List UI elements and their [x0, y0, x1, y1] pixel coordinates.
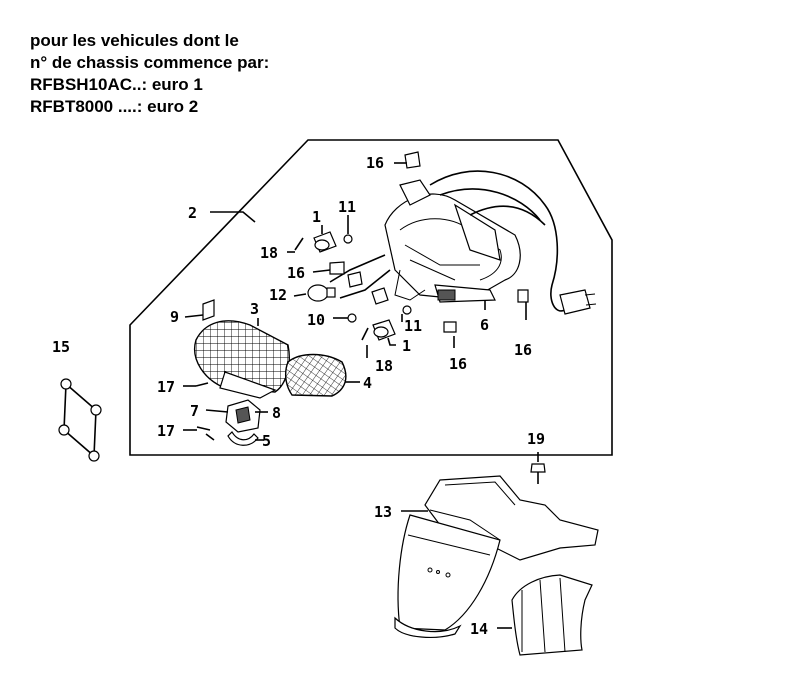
- bulb-12: [307, 284, 336, 302]
- callout-17: 17: [157, 378, 175, 396]
- callout-6: 6: [480, 316, 489, 334]
- pin-lower: [361, 327, 369, 341]
- callout-17-lower: 17: [157, 422, 175, 440]
- tail-light-housing: [384, 179, 521, 303]
- connector-plug: [559, 289, 591, 315]
- callout-8: 8: [272, 404, 281, 422]
- callout-14: 14: [470, 620, 488, 638]
- callout-1-lower: 1: [402, 337, 411, 355]
- bolt: [530, 452, 546, 484]
- callout-18-lower: 18: [375, 357, 393, 375]
- callout-13: 13: [374, 503, 392, 521]
- screw-upper: [195, 382, 209, 387]
- harness-socket: [371, 287, 389, 305]
- header-line-1: pour les vehicules dont le: [30, 31, 239, 50]
- bulb-10: [347, 313, 357, 323]
- screw-lower: [196, 426, 215, 441]
- callout-12: 12: [269, 286, 287, 304]
- callouts: 2 16 1 11 18 16 12 3 9 10 11 6 16 1 18 1…: [52, 154, 545, 638]
- rear-fender: [394, 475, 599, 638]
- mud-flap: [511, 574, 593, 656]
- callout-11-lower: 11: [404, 317, 422, 335]
- callout-5: 5: [262, 432, 271, 450]
- small-bulb-lower: [402, 305, 412, 315]
- clip-mid: [329, 261, 345, 275]
- bulb-socket-lower: [372, 319, 396, 341]
- wiring-harness: [329, 170, 597, 315]
- callout-9: 9: [170, 308, 179, 326]
- leader-lines: [183, 162, 527, 629]
- holder-insert: [235, 406, 251, 424]
- callout-3: 3: [250, 300, 259, 318]
- assembly-outline: [129, 139, 613, 456]
- pin-upper: [294, 237, 304, 251]
- callout-15: 15: [52, 338, 70, 356]
- callout-4: 4: [363, 374, 372, 392]
- callout-16-top: 16: [366, 154, 384, 172]
- callout-7: 7: [190, 402, 199, 420]
- header-text: pour les vehicules dont le n° de chassis…: [30, 30, 269, 118]
- callout-16-right: 16: [514, 341, 532, 359]
- gasket-frame: [58, 378, 102, 462]
- clamp: [227, 431, 259, 446]
- clip-right: [517, 289, 529, 303]
- callout-1: 1: [312, 208, 321, 226]
- callout-16-mid: 16: [287, 264, 305, 282]
- lens-mount: [219, 371, 277, 399]
- bulb-socket: [313, 231, 337, 253]
- header-line-4: RFBT8000 ....: euro 2: [30, 97, 199, 116]
- callout-2: 2: [188, 204, 197, 222]
- small-bulb: [343, 234, 353, 244]
- callout-10: 10: [307, 311, 325, 329]
- callout-11: 11: [338, 198, 356, 216]
- header-line-3: RFBSH10AC..: euro 1: [30, 75, 203, 94]
- side-lens: [284, 353, 347, 397]
- harness-socket-2: [347, 271, 363, 288]
- clip-top: [404, 151, 421, 169]
- clip-lower: [443, 321, 457, 333]
- callout-18: 18: [260, 244, 278, 262]
- header-line-2: n° de chassis commence par:: [30, 53, 270, 72]
- callout-16-lower: 16: [449, 355, 467, 373]
- callout-19: 19: [527, 430, 545, 448]
- plate-9: [202, 299, 215, 321]
